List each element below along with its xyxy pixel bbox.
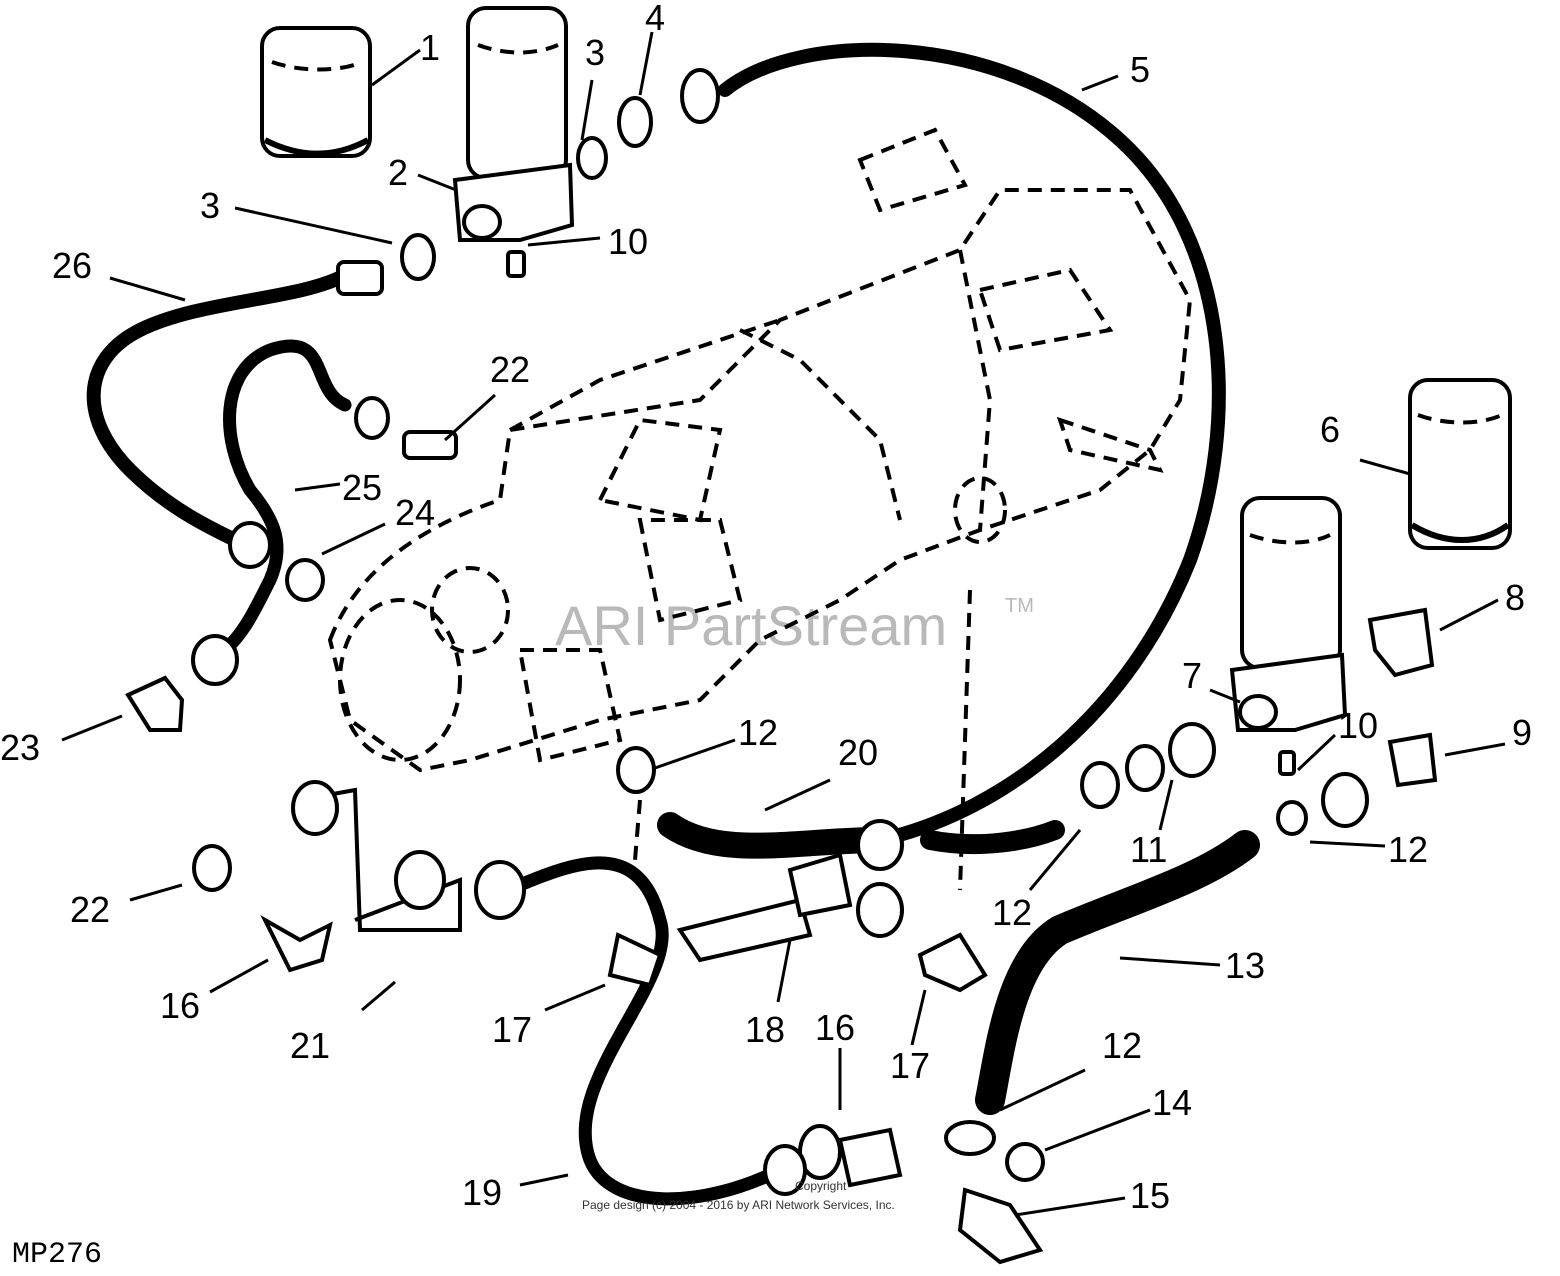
callout-19: 19	[462, 1172, 502, 1213]
copyright-notice: Copyright Page design (c) 2004 - 2016 by…	[582, 1179, 895, 1212]
callout-11: 11	[1130, 829, 1167, 870]
callout-18: 18	[745, 1009, 785, 1050]
callout-23: 23	[0, 727, 40, 768]
filter-assembly-2	[452, 6, 575, 278]
callout-9: 9	[1512, 712, 1532, 753]
callout-12-right: 12	[1388, 829, 1428, 870]
callout-7: 7	[1182, 655, 1202, 696]
hose-13	[975, 830, 1260, 1115]
callout-12-center: 12	[738, 712, 778, 753]
callout-14: 14	[1152, 1082, 1192, 1123]
copyright-line-1: Copyright	[795, 1179, 847, 1193]
callout-13: 13	[1225, 945, 1265, 986]
hose-20b	[920, 820, 1065, 855]
callout-17-right: 17	[890, 1045, 930, 1086]
callout-24: 24	[395, 492, 435, 533]
callout-10-right: 10	[1338, 705, 1378, 746]
callout-4: 4	[645, 0, 665, 38]
callout-8: 8	[1505, 577, 1525, 618]
callout-17-left: 17	[492, 1009, 532, 1050]
hose-20	[657, 812, 893, 859]
hose-25	[223, 339, 352, 652]
callout-3-left: 3	[200, 185, 220, 226]
callout-10-top: 10	[608, 221, 648, 262]
fittings	[125, 68, 1438, 1265]
watermark: ARI PartStream TM	[555, 594, 1034, 657]
callout-5: 5	[1130, 49, 1150, 90]
hose-5	[718, 42, 1226, 847]
callout-26: 26	[52, 245, 92, 286]
callout-22-top: 22	[490, 349, 530, 390]
callout-15: 15	[1130, 1175, 1170, 1216]
hose-26	[86, 268, 352, 547]
filter-assembly-7	[1229, 496, 1348, 776]
copyright-line-2: Page design (c) 2004 - 2016 by ARI Netwo…	[582, 1198, 895, 1212]
callout-1: 1	[420, 27, 440, 68]
callout-16-left: 16	[160, 985, 200, 1026]
callouts: 1 2 3 3 4 5 6 7 8 9 10 10 11 12 12 12 12…	[0, 0, 1532, 1216]
filter-element-6	[1408, 378, 1512, 550]
callout-3-top: 3	[585, 32, 605, 73]
callout-12-bottom: 12	[1102, 1025, 1142, 1066]
callout-16-bottom: 16	[815, 1007, 855, 1048]
callout-21: 21	[290, 1025, 330, 1066]
hydrostatic-pump-body	[327, 127, 1193, 891]
filter-element-1	[260, 26, 372, 158]
hoses	[86, 42, 1260, 1206]
leader-lines	[61, 31, 1506, 1217]
watermark-trademark: TM	[1005, 595, 1034, 617]
callout-6: 6	[1320, 409, 1340, 450]
diagram-code: MP276	[12, 1238, 102, 1272]
callout-20: 20	[838, 732, 878, 773]
callout-22-left: 22	[70, 889, 110, 930]
callout-12-lower: 12	[992, 892, 1032, 933]
callout-2: 2	[388, 152, 408, 193]
hose-19	[513, 856, 787, 1206]
callout-25: 25	[342, 467, 382, 508]
